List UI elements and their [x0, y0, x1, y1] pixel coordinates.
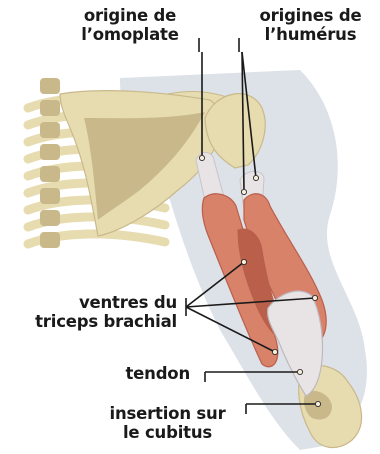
- label-scapula-origin: origine de l’omoplate: [70, 6, 190, 44]
- label-ulna-insertion: insertion sur le cubitus: [90, 404, 245, 442]
- vertebra: [40, 232, 60, 248]
- pointer-dot: [199, 155, 204, 160]
- vertebra: [40, 122, 60, 138]
- label-muscle-bellies: ventres du triceps brachial: [0, 293, 177, 331]
- label-line: triceps brachial: [0, 312, 177, 331]
- vertebra: [40, 78, 60, 94]
- label-line: insertion sur: [90, 404, 245, 423]
- pointer-dot: [253, 175, 258, 180]
- label-line: origine de: [70, 6, 190, 25]
- label-line: l’omoplate: [70, 25, 190, 44]
- pointer-dot: [315, 401, 320, 406]
- pointer-dot: [297, 369, 302, 374]
- label-line: l’humérus: [248, 25, 373, 44]
- label-line: le cubitus: [90, 423, 245, 442]
- vertebra: [40, 144, 60, 160]
- label-line: origines de: [248, 6, 373, 25]
- label-line: tendon: [90, 364, 190, 383]
- vertebra: [40, 166, 60, 182]
- vertebra: [40, 188, 60, 204]
- vertebra: [40, 100, 60, 116]
- pointer-dot: [312, 295, 317, 300]
- pointer-dot: [241, 189, 246, 194]
- pointer-dot: [241, 259, 246, 264]
- label-humerus-origins: origines de l’humérus: [248, 6, 373, 44]
- label-line: ventres du: [0, 293, 177, 312]
- label-tendon: tendon: [90, 364, 190, 383]
- vertebra: [40, 210, 60, 226]
- pointer-dot: [272, 349, 277, 354]
